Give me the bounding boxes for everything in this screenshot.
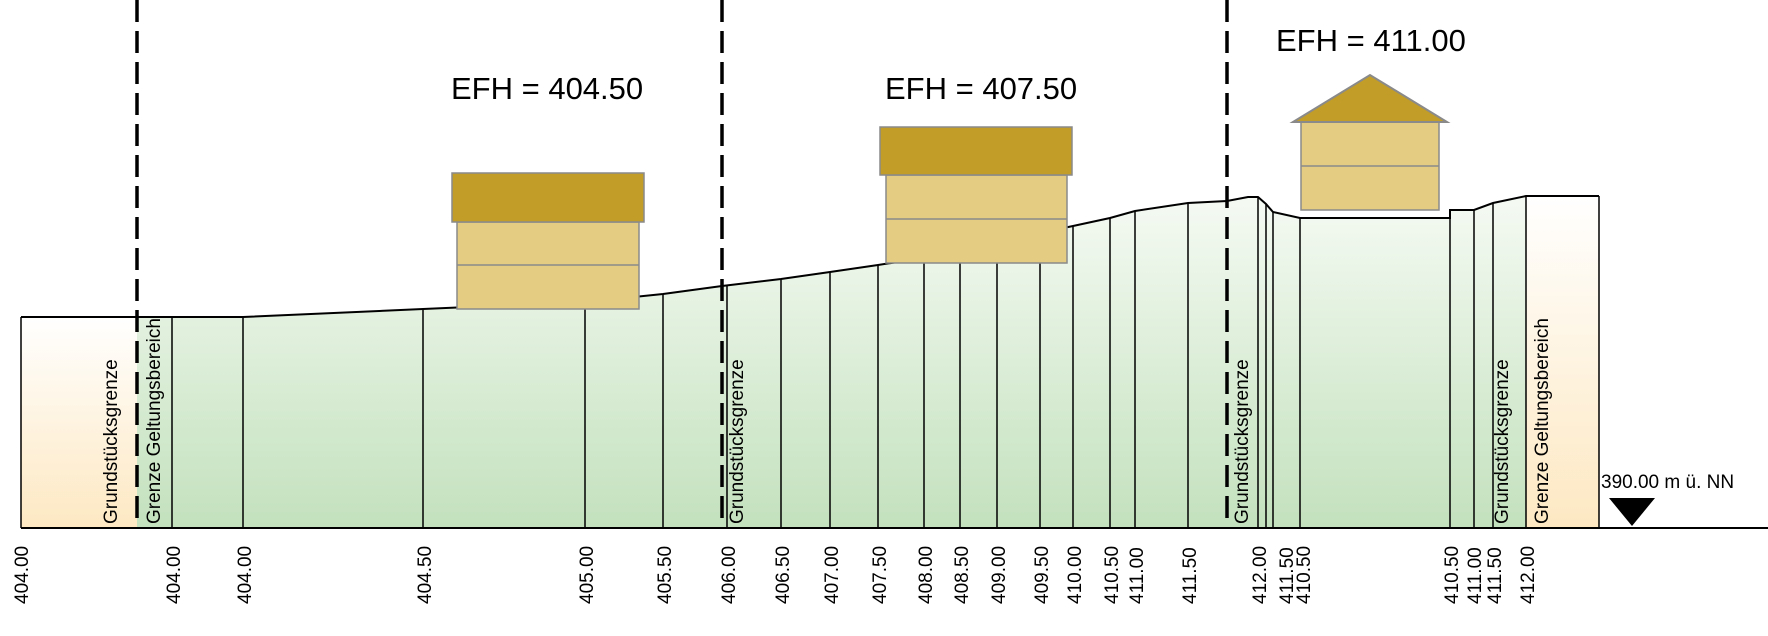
station-elevation-label: 405.50 <box>655 546 676 604</box>
station-elevation-label: 410.50 <box>1442 546 1463 604</box>
house-2 <box>879 126 1073 264</box>
reference-level-label: 390.00 m ü. NN <box>1601 472 1734 493</box>
datum-triangle-icon <box>1609 498 1655 526</box>
zone-label-scope-boundary: Grenze Geltungsbereich <box>1532 318 1553 524</box>
station-elevation-label: 411.50 <box>1485 547 1506 604</box>
station-elevation-label: 412.00 <box>1250 546 1271 604</box>
terrain-fill-right <box>1300 196 1526 528</box>
station-elevation-label: 408.50 <box>952 546 973 604</box>
station-elevation-label: 404.00 <box>12 546 33 604</box>
zone-label-plot-boundary: Grundstücksgrenze <box>1232 359 1253 524</box>
efh-label-house-3: EFH = 411.00 <box>1276 23 1466 58</box>
station-elevation-label: 411.00 <box>1465 547 1486 604</box>
station-elevation-label: 410.50 <box>1102 546 1123 604</box>
station-elevation-label: 411.50 <box>1277 547 1298 604</box>
station-elevation-label: 404.50 <box>415 546 436 604</box>
house-1 <box>451 172 645 310</box>
boundary-lines <box>135 0 1229 528</box>
station-elevation-label: 410.50 <box>1294 546 1315 604</box>
edge-zone-left <box>21 317 137 528</box>
edge-zone-right <box>1526 196 1599 528</box>
efh-label-house-2: EFH = 407.50 <box>885 71 1077 106</box>
station-elevation-label: 404.00 <box>164 546 185 604</box>
zone-label-scope-boundary: Grenze Geltungsbereich <box>144 318 165 524</box>
zone-label-plot-boundary: Grundstücksgrenze <box>101 359 122 524</box>
station-elevation-label: 411.00 <box>1127 547 1148 604</box>
house-2-roof <box>879 126 1073 176</box>
terrain-fill <box>137 197 1300 528</box>
house-3-roof <box>1289 73 1451 123</box>
efh-label-house-1: EFH = 404.50 <box>451 71 643 106</box>
station-elevation-label: 409.00 <box>989 546 1010 604</box>
station-elevation-label: 407.50 <box>870 546 891 604</box>
station-elevation-label: 412.00 <box>1518 546 1539 604</box>
station-elevation-label: 411.50 <box>1180 547 1201 604</box>
station-elevation-label: 406.00 <box>719 546 740 604</box>
zone-label-plot-boundary: Grundstücksgrenze <box>727 359 748 524</box>
station-elevation-label: 410.00 <box>1065 546 1086 604</box>
house-1-roof <box>451 172 645 223</box>
station-lines <box>171 196 1527 528</box>
zone-label-plot-boundary: Grundstücksgrenze <box>1492 359 1513 524</box>
station-elevation-label: 405.00 <box>577 546 598 604</box>
station-elevation-label: 407.00 <box>822 546 843 604</box>
station-elevation-label: 406.50 <box>773 546 794 604</box>
station-elevation-label: 404.00 <box>235 546 256 604</box>
house-3 <box>1289 73 1451 211</box>
station-elevation-labels: 404.00 404.00 404.00 404.50 405.00 405.5… <box>12 546 1539 604</box>
station-elevation-label: 408.00 <box>916 546 937 604</box>
station-elevation-label: 409.50 <box>1032 546 1053 604</box>
